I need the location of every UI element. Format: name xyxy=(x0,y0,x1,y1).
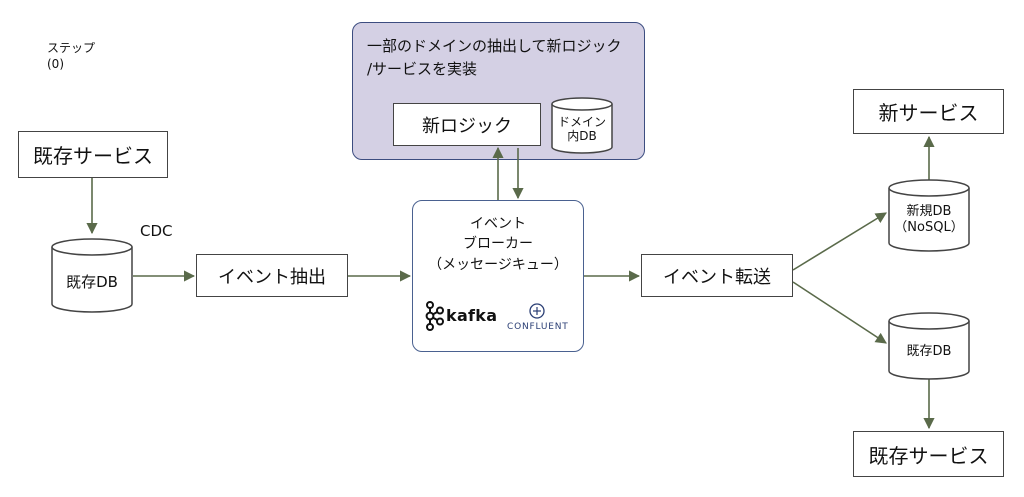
step-indicator: ステップ (0) xyxy=(47,41,95,72)
existing-db-right-label: 既存DB xyxy=(906,344,952,360)
broker-title: イベント ブローカー （メッセージキュー） xyxy=(412,214,584,275)
confluent-icon xyxy=(529,303,545,319)
broker-title-line3: （メッセージキュー） xyxy=(428,256,568,273)
new-db-label: 新規DB （NoSQL） xyxy=(889,198,969,242)
existing-service-left-label: 既存サービス xyxy=(33,144,153,168)
domain-group-title-line1: 一部のドメインの抽出して新ロジック xyxy=(367,37,622,55)
step-number: (0) xyxy=(47,56,64,71)
event-transfer-label: イベント転送 xyxy=(663,266,771,288)
domain-group-title: 一部のドメインの抽出して新ロジック /サービスを実装 xyxy=(367,35,622,80)
broker-title-line2: ブローカー xyxy=(463,236,533,253)
new-db-cylinder xyxy=(888,179,970,252)
kafka-icon xyxy=(425,301,444,331)
domain-db-label: ドメイン 内DB xyxy=(552,110,612,148)
existing-db-left-label: 既存DB xyxy=(66,273,118,291)
new-db-line1: 新規DB xyxy=(906,204,952,220)
confluent-label: CONFLUENT xyxy=(507,322,569,332)
event-broker-box xyxy=(412,200,584,352)
domain-db-line1: ドメイン xyxy=(557,114,606,129)
new-logic-label: 新ロジック xyxy=(422,115,512,137)
arrow-transfer-to-existing-db xyxy=(792,281,887,344)
kafka-label: kafka xyxy=(446,306,498,325)
cdc-label: CDC xyxy=(140,222,173,240)
new-service-box: 新サービス xyxy=(853,89,1004,134)
domain-group-title-line2: /サービスを実装 xyxy=(367,59,478,78)
event-extract-label: イベント抽出 xyxy=(218,266,326,288)
existing-service-right-box: 既存サービス xyxy=(853,431,1004,477)
existing-db-right-cylinder xyxy=(888,312,970,380)
existing-service-right-label: 既存サービス xyxy=(868,443,989,468)
domain-db-line2: 内DB xyxy=(567,129,597,143)
event-transfer-box: イベント転送 xyxy=(641,254,793,297)
new-service-label: 新サービス xyxy=(878,101,979,125)
existing-service-left-box: 既存サービス xyxy=(18,131,168,178)
new-db-line2: （NoSQL） xyxy=(894,220,964,235)
broker-title-line1: イベント xyxy=(470,216,526,232)
event-extract-box: イベント抽出 xyxy=(196,254,348,297)
existing-db-left-cylinder xyxy=(51,238,133,313)
arrow-transfer-to-new-db xyxy=(792,212,887,271)
step-label: ステップ xyxy=(47,41,96,55)
domain-db-cylinder xyxy=(551,97,613,154)
new-logic-box: 新ロジック xyxy=(393,103,541,146)
